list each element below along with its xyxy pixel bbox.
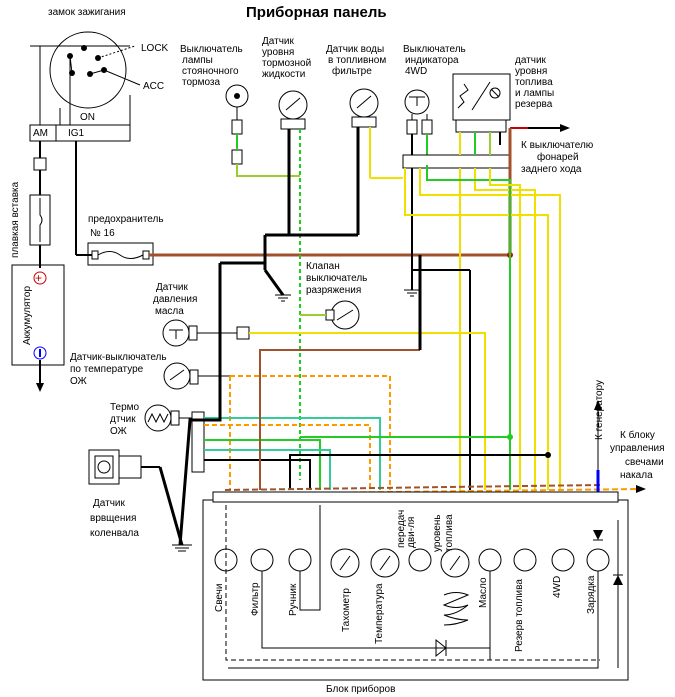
brake-fluid-label-3: жидкости	[262, 69, 305, 80]
battery-label: Аккумулятор	[22, 286, 33, 345]
brake-fluid-sensor	[278, 90, 308, 130]
gauge-label-tacho: Тахометр	[341, 588, 352, 632]
gauge-label-fuel1: уровень	[432, 514, 443, 552]
water-filter-label-0: Датчик воды	[326, 44, 384, 55]
fuel-coil	[442, 592, 470, 626]
crank-sensor	[88, 449, 160, 485]
gauge-label-gear2: дви-ля	[406, 517, 417, 548]
thermo-label-2: ОЖ	[110, 426, 128, 437]
fuel-level-label-2: топлива	[515, 77, 553, 88]
fuel-level-label-1: уровня	[515, 66, 547, 77]
ig1-label: IG1	[68, 128, 85, 139]
gauge-row	[214, 548, 610, 578]
oil-label-1: давления	[153, 294, 197, 305]
glow-label-3: накала	[620, 470, 653, 481]
fuel-level-sensor	[452, 73, 511, 133]
thermo-label-1: дтчик	[110, 414, 136, 425]
connector	[402, 154, 511, 169]
crank-label-1: врвщения	[90, 513, 136, 524]
thermo-sensor	[144, 404, 180, 432]
fuel-level-label-3: и лампы	[515, 88, 554, 99]
gauge-icon	[214, 548, 238, 572]
gauge-label-temp: Температура	[374, 583, 385, 644]
on-label: ON	[80, 112, 95, 123]
ignition-label: замок зажигания	[48, 7, 126, 18]
park-brake-label-0: Выключатель	[180, 44, 243, 55]
brake-fluid-label-0: Датчик	[262, 36, 294, 47]
am-label: AM	[33, 128, 48, 139]
gauge-label-plugs: Свечи	[214, 584, 225, 612]
crank-label-2: коленвала	[90, 528, 139, 539]
park-brake-label-3: тормоза	[182, 77, 221, 88]
fourwd-switch	[404, 89, 433, 135]
gauge-label-oil: Масло	[478, 577, 489, 608]
park-brake-label-1: лампы	[182, 55, 213, 66]
vacuum-label-0: Клапан	[306, 261, 340, 272]
ignition-switch	[29, 31, 141, 142]
coolant-label-1: по температуре	[70, 364, 144, 375]
fuse-label-2: № 16	[90, 228, 115, 239]
fuse-label-1: предохранитель	[88, 214, 164, 225]
reverse-label-2: заднего хода	[521, 164, 582, 175]
fourwd-label-1: индикатора	[405, 55, 459, 66]
park-brake-switch	[225, 84, 249, 165]
gauge-label-handbrake: Ручник	[288, 583, 299, 616]
fuel-level-label-0: датчик	[515, 55, 547, 66]
water-filter-sensor	[349, 88, 379, 128]
battery	[11, 264, 65, 366]
fourwd-label-0: Выключатель	[403, 44, 466, 55]
oil-label-0: Датчик	[156, 282, 188, 293]
water-filter-label-2: фильтре	[332, 65, 372, 77]
acc-label: ACC	[143, 81, 164, 92]
crank-label-0: Датчик	[93, 498, 125, 509]
thermo-label-0: Термо	[110, 402, 140, 413]
gauge-label-gear1: передач	[396, 510, 407, 548]
park-brake-label-2: стояночного	[182, 66, 239, 77]
glow-label-1: управления	[610, 443, 665, 454]
glow-label-2: свечами	[625, 457, 664, 468]
fourwd-label-2: 4WD	[405, 66, 427, 77]
page-title: Приборная панель	[246, 4, 387, 21]
brake-fluid-label-2: тормозной	[262, 58, 311, 69]
brake-fluid-label-1: уровня	[262, 47, 294, 58]
gauge-label-fuel2: топлива	[444, 514, 455, 552]
minus-terminal-icon	[39, 349, 41, 357]
gauge-label-4wd: 4WD	[552, 576, 563, 598]
vacuum-label-2: разряжения	[306, 285, 361, 296]
gauge-label-filter: Фильтр	[250, 582, 261, 616]
vacuum-label-1: выключатель	[306, 273, 367, 284]
ground-icon	[275, 294, 291, 302]
coolant-label-2: ОЖ	[70, 376, 88, 387]
plus-terminal-icon: +	[35, 271, 42, 285]
to-generator-label: К генератору	[594, 380, 605, 440]
cluster-label: Блок приборов	[326, 683, 395, 695]
gauge-label-charge: Зарядка	[586, 575, 597, 614]
reverse-label-0: К выключателю	[521, 140, 594, 151]
glow-label-0: К блоку	[620, 429, 655, 441]
water-filter-label-1: в топливном	[328, 55, 386, 66]
coolant-temp-switch	[163, 362, 199, 390]
fuel-level-label-4: резерва	[515, 99, 553, 110]
oil-label-2: масла	[155, 306, 184, 317]
coolant-label-0: Датчик-выключатель	[70, 352, 167, 363]
fusible-link-label: плавкая вставка	[10, 181, 21, 258]
lock-label: LOCK	[141, 43, 169, 54]
vacuum-valve	[325, 300, 360, 330]
reverse-label-1: фонарей	[537, 151, 579, 163]
gauge-label-reserve: Резерв топлива	[514, 579, 525, 652]
oil-pressure-sensor	[162, 319, 250, 347]
